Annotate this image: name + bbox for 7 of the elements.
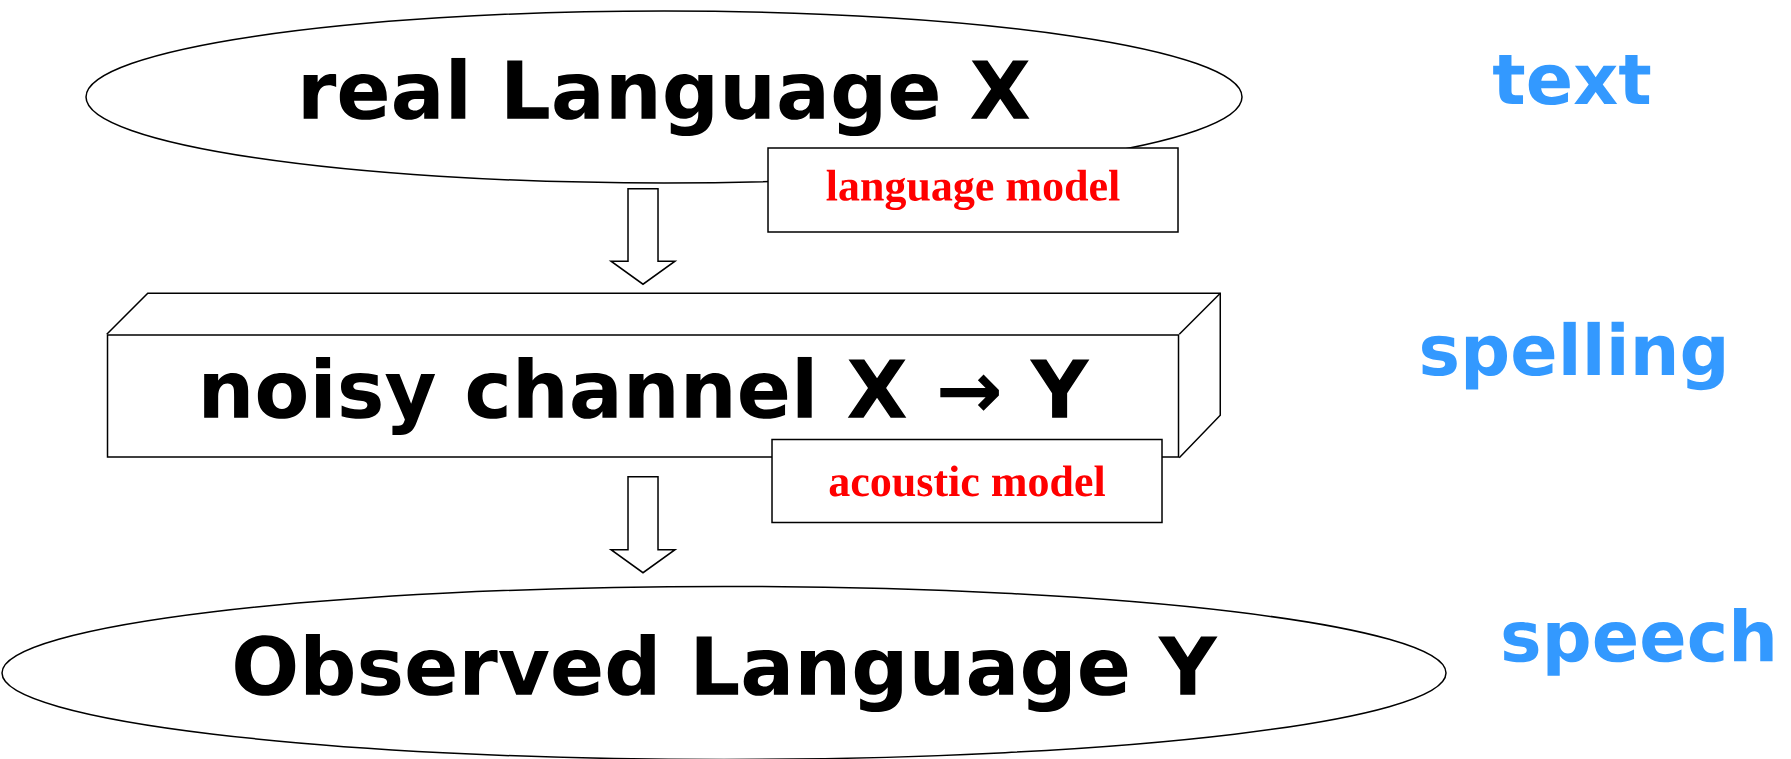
block-arrow <box>608 188 678 286</box>
cuboid-box: noisy channel X → Y <box>106 292 1221 459</box>
model-box: acoustic model <box>771 438 1163 524</box>
side-label: text <box>1493 54 1651 106</box>
block-arrow <box>608 476 678 574</box>
model-box: language model <box>767 147 1179 233</box>
side-label: spelling <box>1422 321 1724 391</box>
